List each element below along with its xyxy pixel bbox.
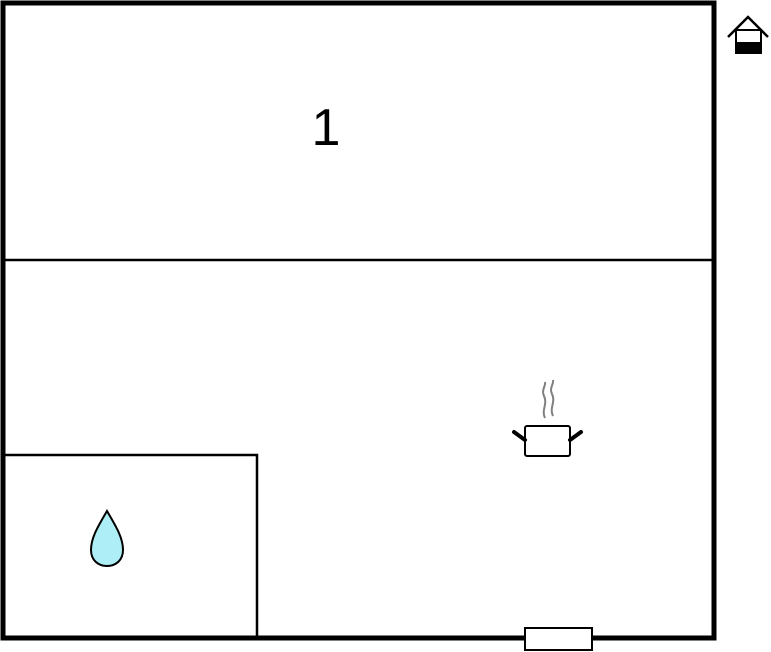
outer-wall: [0, 0, 717, 641]
bathroom-wall: [3, 453, 259, 638]
house-icon: [727, 15, 769, 54]
room-label: 1: [311, 99, 341, 157]
water-drop-icon: [89, 508, 125, 568]
cooking-pot-icon: [512, 379, 583, 457]
window-icon: [524, 627, 593, 651]
